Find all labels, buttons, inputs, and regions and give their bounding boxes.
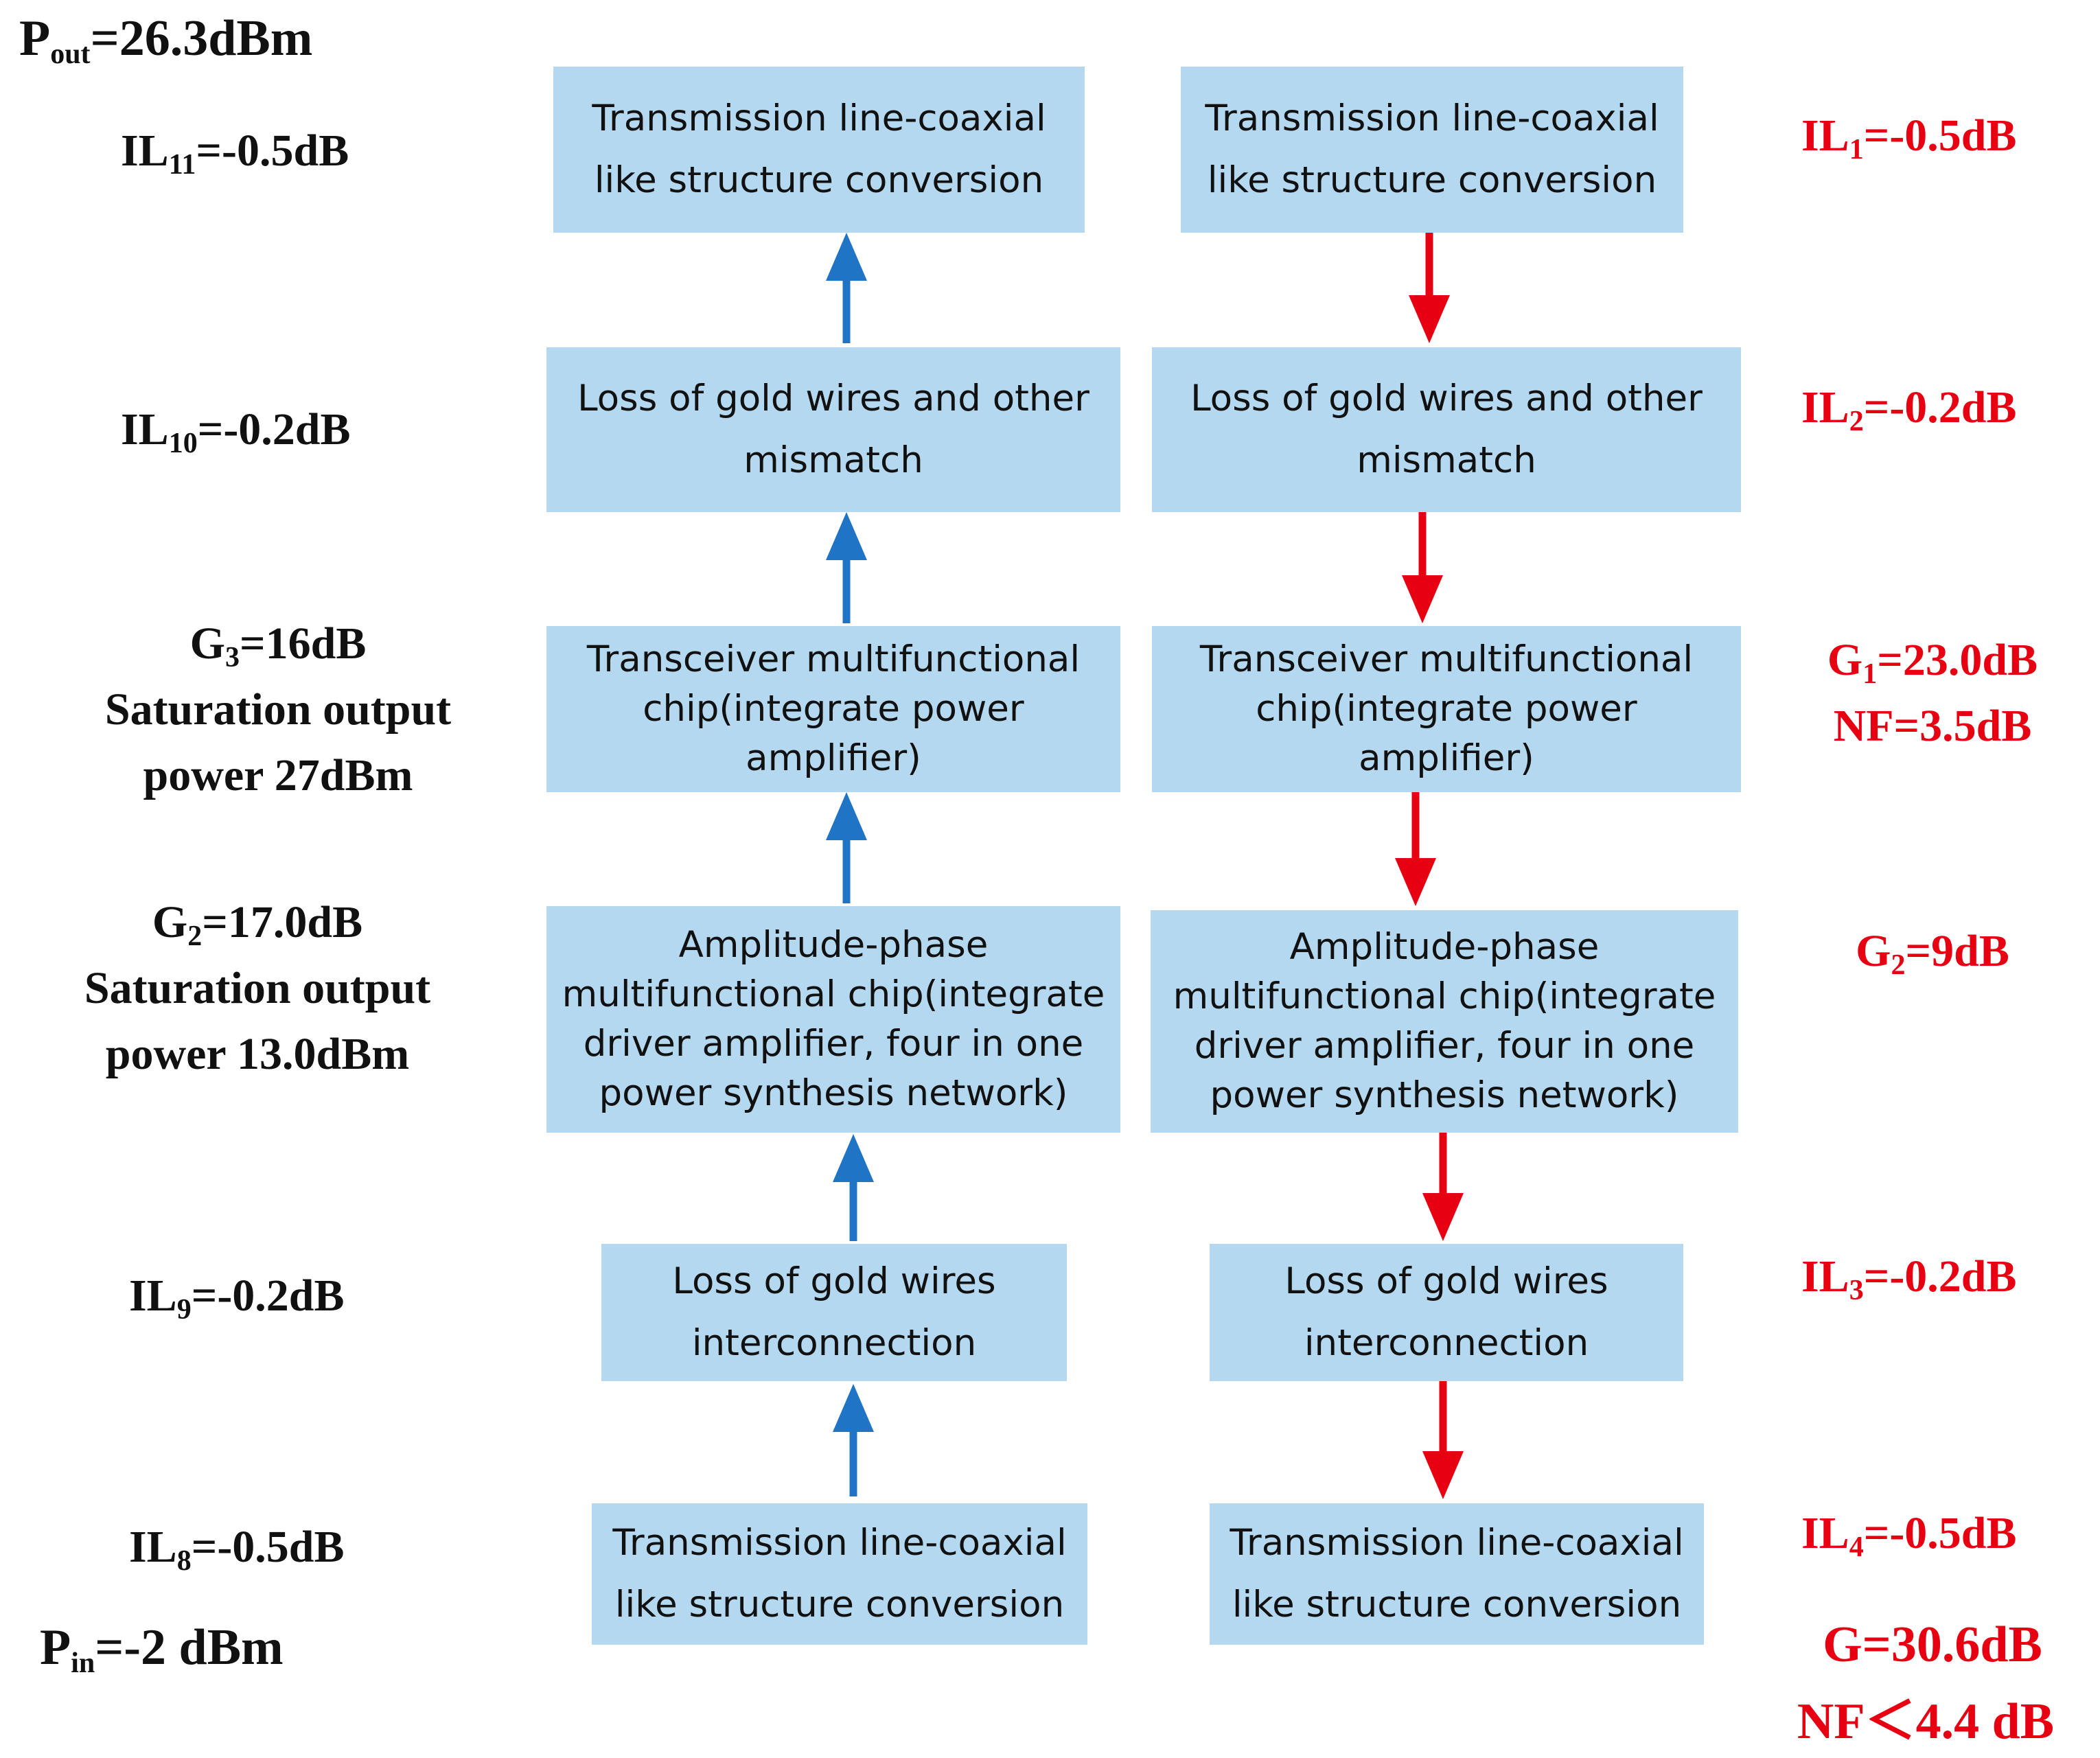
box-line: like structure conversion <box>614 1584 1065 1626</box>
label-total-gain: G=30.6dB <box>1823 1617 2042 1673</box>
label-il4: IL4=-0.5dB <box>1801 1508 2017 1563</box>
label-g1-block: G1=23.0dB NF=3.5dB <box>1771 627 2094 759</box>
label-il2: IL2=-0.2dB <box>1801 382 2017 437</box>
rx-arrow-1-head <box>1409 295 1450 343</box>
label-pout: Pout=26.3dBm <box>19 10 313 70</box>
box-line: Loss of gold wires and other <box>1190 378 1703 419</box>
tx-arrow-5-head <box>826 233 867 281</box>
rx-arrow-3-head <box>1395 858 1436 906</box>
box-line: chip(integrate power <box>1256 688 1637 730</box>
rx-arrow-2-head <box>1402 575 1443 623</box>
box-line: power synthesis network) <box>599 1072 1068 1114</box>
label-il8: IL8=-0.5dB <box>129 1522 345 1577</box>
label-pin: Pin=-2 dBm <box>40 1619 284 1679</box>
box-line: like structure conversion <box>1232 1584 1682 1626</box>
box-line: Amplitude-phase <box>678 924 989 966</box>
tx-box-amplitude-phase-chip: Amplitude-phase multifunctional chip(int… <box>546 906 1120 1133</box>
rx-box-transceiver-chip: Transceiver multifunctional chip(integra… <box>1152 626 1741 792</box>
transmit-chain-arrows <box>826 233 874 1496</box>
tx-box-transmission-line-top: Transmission line-coaxial like structure… <box>553 67 1085 233</box>
box-line: Transmission line-coaxial <box>612 1522 1067 1564</box>
label-il3: IL3=-0.2dB <box>1801 1251 2017 1306</box>
label-g3-saturation: Saturation output <box>104 684 452 735</box>
box-line: mismatch <box>1357 439 1536 481</box>
label-g2-tx: G2=17.0dB <box>152 897 363 952</box>
box-line: power synthesis network) <box>1210 1074 1679 1116</box>
label-g2-rx: G2=9dB <box>1856 926 2009 981</box>
label-il1: IL1=-0.5dB <box>1801 111 2017 165</box>
box-line: multifunctional chip(integrate <box>562 973 1105 1015</box>
box-line: Loss of gold wires <box>672 1260 996 1302</box>
label-il11: IL11=-0.5dB <box>121 126 349 181</box>
label-g3-block: G3=16dB Saturation output power 27dBm <box>55 611 501 809</box>
box-line: Amplitude-phase <box>1289 926 1600 968</box>
label-g3: G3=16dB <box>189 618 367 673</box>
box-line: Loss of gold wires and other <box>577 378 1089 419</box>
rx-box-amplitude-phase-chip: Amplitude-phase multifunctional chip(int… <box>1151 910 1738 1133</box>
box-line: Transmission line-coaxial <box>1205 97 1659 139</box>
rx-box-transmission-line-top: Transmission line-coaxial like structure… <box>1181 67 1683 233</box>
tx-box-gold-wire-mismatch: Loss of gold wires and other mismatch <box>546 347 1120 512</box>
receive-chain-arrows <box>1395 233 1464 1499</box>
rx-arrow-5-head <box>1422 1451 1464 1499</box>
rx-arrow-4-head <box>1422 1193 1464 1241</box>
tx-box-transmission-line-bottom: Transmission line-coaxial like structure… <box>592 1503 1087 1645</box>
tx-arrow-2-head <box>833 1134 874 1182</box>
tx-arrow-1-head <box>833 1384 874 1432</box>
box-line: mismatch <box>743 439 923 481</box>
tx-box-transceiver-chip: Transceiver multifunctional chip(integra… <box>546 626 1120 792</box>
box-line: Loss of gold wires <box>1284 1260 1608 1302</box>
tx-box-gold-wire-interconnection: Loss of gold wires interconnection <box>601 1244 1067 1381</box>
tx-arrow-4-head <box>826 512 867 560</box>
box-line: driver amplifier, four in one <box>583 1023 1084 1065</box>
box-line: multifunctional chip(integrate <box>1173 975 1716 1017</box>
box-line: Transmission line-coaxial <box>592 97 1046 139</box>
box-line: chip(integrate power <box>643 688 1024 730</box>
rx-box-gold-wire-interconnection: Loss of gold wires interconnection <box>1210 1244 1683 1381</box>
label-g2-tx-block: G2=17.0dB Saturation output power 13.0dB… <box>34 890 481 1087</box>
label-g3-power: power 27dBm <box>143 750 413 800</box>
box-line: like structure conversion <box>594 159 1044 201</box>
box-line: Transceiver multifunctional <box>586 638 1081 680</box>
box-line: Transceiver multifunctional <box>1199 638 1694 680</box>
label-nf-chip: NF=3.5dB <box>1833 701 2032 751</box>
box-line: driver amplifier, four in one <box>1194 1025 1695 1067</box>
box-line: interconnection <box>1304 1322 1589 1364</box>
rx-box-gold-wire-mismatch: Loss of gold wires and other mismatch <box>1152 347 1741 512</box>
label-g2-power: power 13.0dBm <box>105 1029 410 1079</box>
rx-box-transmission-line-bottom: Transmission line-coaxial like structure… <box>1210 1503 1704 1645</box>
label-g2-saturation: Saturation output <box>84 963 431 1013</box>
box-line: Transmission line-coaxial <box>1230 1522 1684 1564</box>
box-line: like structure conversion <box>1207 159 1657 201</box>
label-g1: G1=23.0dB <box>1827 635 2038 690</box>
tx-arrow-3-head <box>826 792 867 840</box>
label-total-nf: NF＜4.4 dB <box>1797 1693 2055 1750</box>
label-il10: IL10=-0.2dB <box>121 404 351 459</box>
label-il9: IL9=-0.2dB <box>129 1271 345 1326</box>
box-line: amplifier) <box>1359 737 1534 779</box>
box-line: amplifier) <box>746 737 921 779</box>
box-line: interconnection <box>691 1322 977 1364</box>
